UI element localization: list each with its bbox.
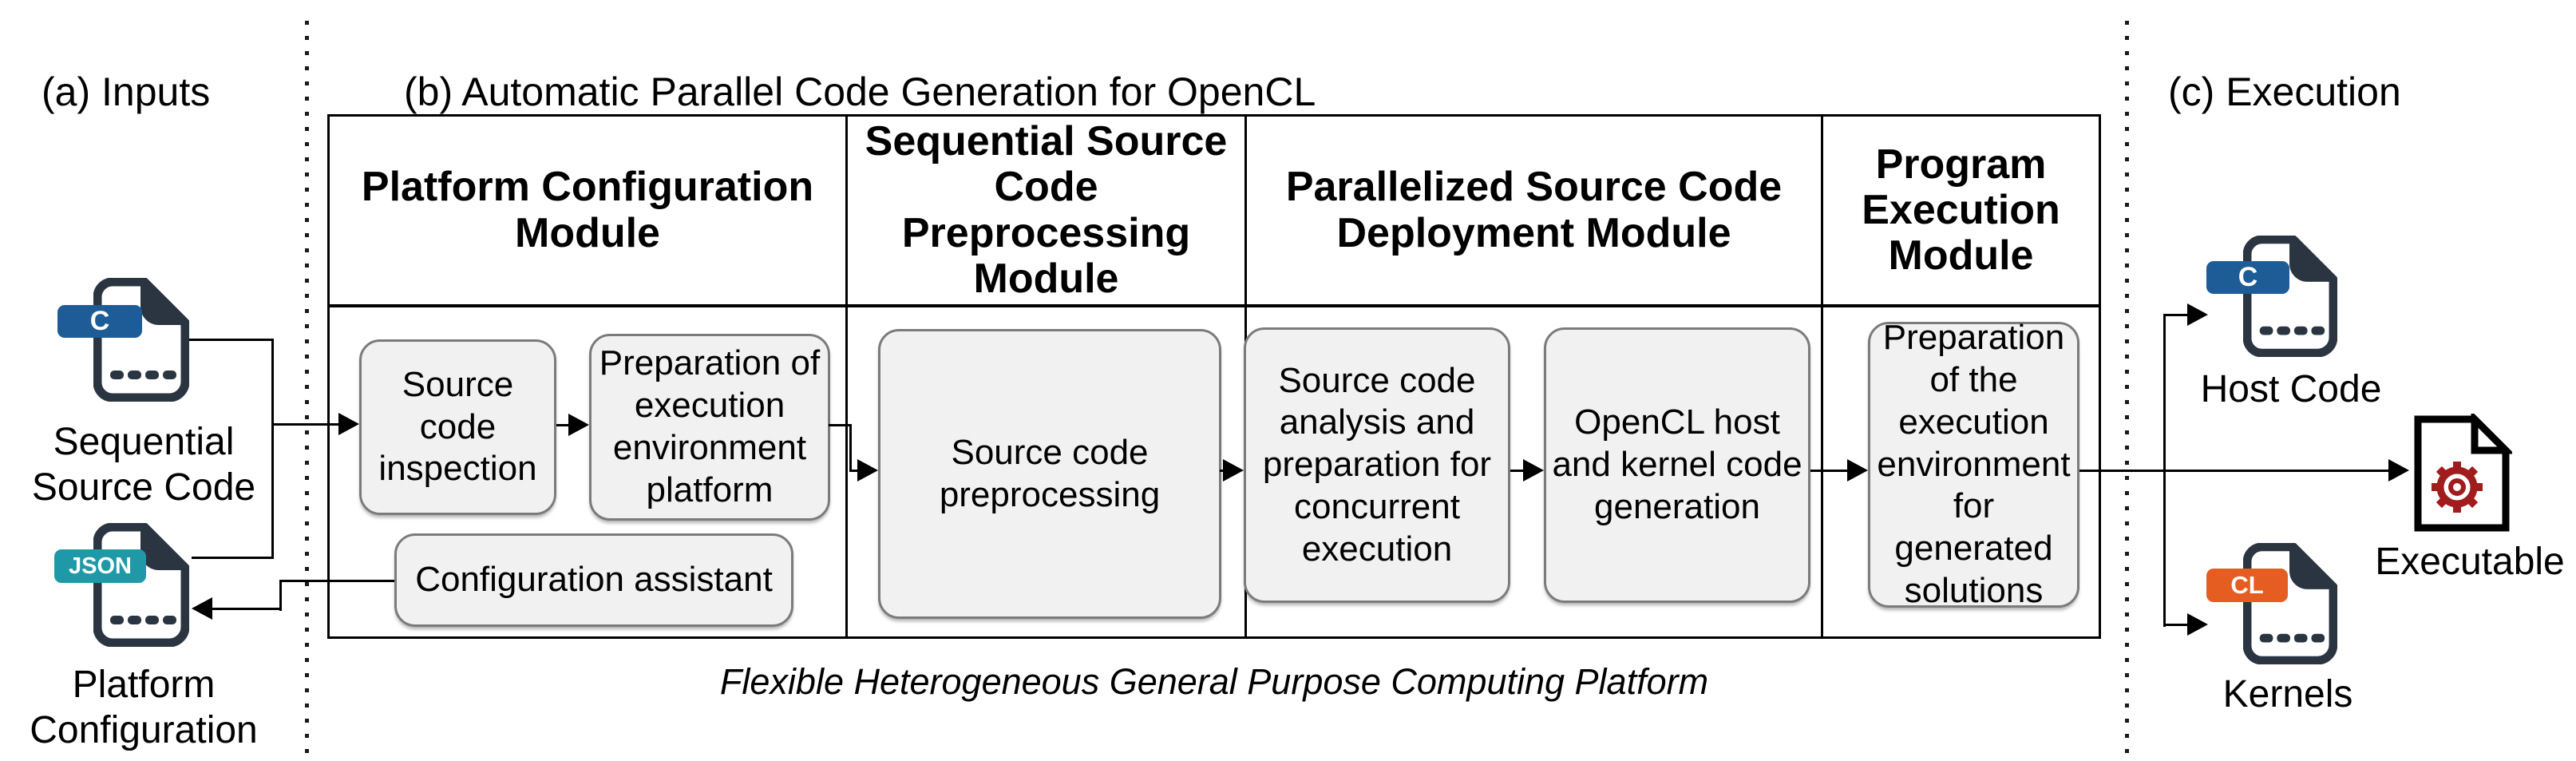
kernels-label: Kernels xyxy=(2222,673,2353,715)
box-source-code-inspection: Source code inspection xyxy=(359,339,556,515)
table-separator-3 xyxy=(1821,114,1823,639)
platform-caption: Flexible Heterogeneous General Purpose C… xyxy=(719,661,1709,702)
arrowhead-into-preparation-platform xyxy=(568,414,589,436)
inputs-pipeline-divider xyxy=(305,21,309,759)
connector-to-kernels xyxy=(2163,624,2189,626)
json-badge: JSON xyxy=(54,549,146,583)
connector-inspection-to-preparation xyxy=(556,424,571,426)
arrowhead-into-opencl-generation xyxy=(1523,459,1544,482)
sequential-source-code-label: Sequential Source Code xyxy=(31,421,256,509)
box-configuration-assistant: Configuration assistant xyxy=(394,533,793,627)
arrowhead-into-executable xyxy=(2388,459,2409,482)
c-file-icon xyxy=(93,277,190,402)
header-sequential-source-code-preprocessing-module: Sequential Source Code Preprocessing Mod… xyxy=(865,118,1228,302)
header-platform-configuration-module: Platform Configuration Module xyxy=(361,164,814,256)
box-source-code-analysis: Source code analysis and preparation for… xyxy=(1244,327,1510,603)
connector-config-assistant-h1 xyxy=(281,580,394,582)
connector-inputs-v xyxy=(271,339,274,559)
arrowhead-into-host-code xyxy=(2187,303,2208,326)
inputs-section-label: (a) Inputs xyxy=(42,69,211,114)
arrowhead-into-source-code-inspection xyxy=(338,413,359,435)
execution-section-label: (c) Execution xyxy=(2168,69,2401,114)
box-preparation-execution-environment-solutions: Preparation of the execution environment… xyxy=(1868,318,2079,610)
platform-configuration-label: Platform Configuration xyxy=(30,664,258,751)
connector-cfile-out-h xyxy=(186,339,274,341)
executable-file-icon xyxy=(2412,410,2515,533)
connector-config-assistant-v xyxy=(279,580,282,611)
host-c-file-icon xyxy=(2242,235,2338,358)
connector-preparation-step-v xyxy=(849,424,852,472)
cl-file-icon xyxy=(2242,542,2338,665)
arrowhead-into-platform-configuration xyxy=(192,597,212,620)
connector-output-branch-v xyxy=(2163,314,2166,627)
connector-jsonfile-h xyxy=(192,557,274,559)
connector-analysis-to-opencl xyxy=(1510,470,1525,472)
header-parallelized-source-code-deployment-module: Parallelized Source Code Deployment Modu… xyxy=(1285,164,1783,256)
header-program-execution-module: Program Execution Module xyxy=(1862,141,2060,279)
arrowhead-into-kernels xyxy=(2187,613,2208,636)
box-opencl-host-kernel-generation: OpenCL host and kernel code generation xyxy=(1544,327,1810,603)
connector-main-output xyxy=(2079,470,2389,472)
pipeline-section-label: (b) Automatic Parallel Code Generation f… xyxy=(404,69,1316,114)
gear-icon xyxy=(2432,462,2483,513)
table-header-divider xyxy=(327,304,2101,307)
table-separator-1 xyxy=(845,114,848,639)
arrowhead-into-analysis xyxy=(1223,459,1244,482)
host-c-badge: C xyxy=(2206,261,2289,294)
json-file-icon xyxy=(93,522,190,648)
cl-badge: CL xyxy=(2206,569,2288,602)
connector-inputs-to-table xyxy=(271,423,340,426)
c-badge: C xyxy=(57,305,142,338)
host-code-label: Host Code xyxy=(2200,368,2382,410)
box-source-code-preprocessing: Source code preprocessing xyxy=(878,329,1221,619)
pipeline-execution-divider xyxy=(2125,21,2129,759)
executable-label: Executable xyxy=(2375,541,2565,583)
module-table xyxy=(327,114,2101,639)
box-preparation-execution-environment-platform: Preparation of execution environment pla… xyxy=(589,334,830,521)
connector-opencl-to-execution-module xyxy=(1810,470,1849,472)
arrowhead-into-preprocessing xyxy=(857,459,878,482)
connector-config-assistant-h2 xyxy=(212,608,281,610)
connector-to-host-code xyxy=(2163,314,2189,316)
connector-preparation-out-h xyxy=(829,424,852,426)
arrowhead-into-execution-preparation xyxy=(1847,459,1868,482)
connector-into-preprocessing-h xyxy=(849,470,859,472)
